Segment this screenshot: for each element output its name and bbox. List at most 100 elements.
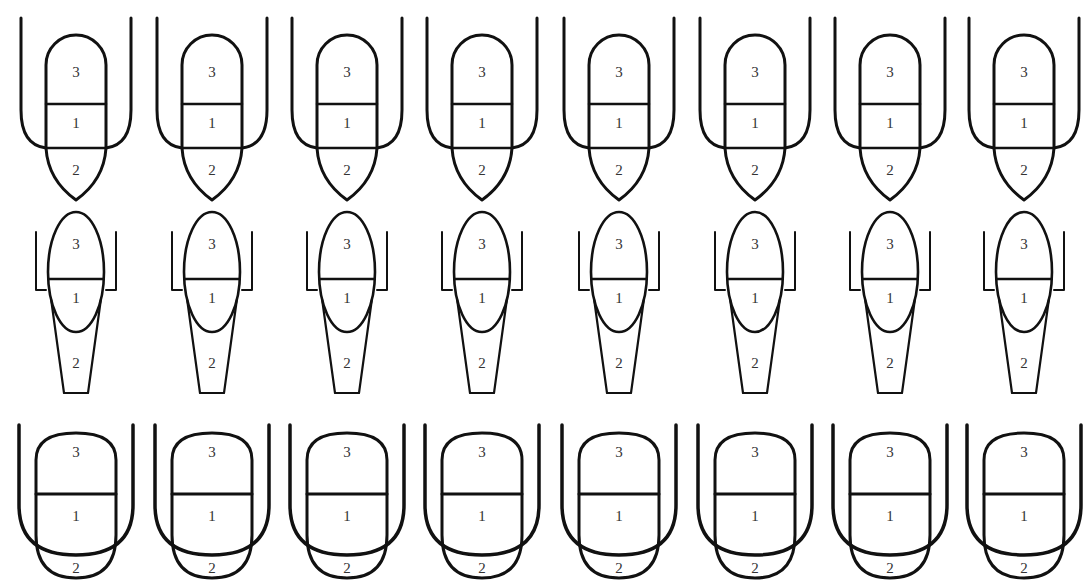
nail-shape: 312 [152, 10, 272, 205]
outline-stroke [319, 278, 375, 281]
nail-shape: 312 [559, 10, 679, 205]
outline-stroke [715, 493, 795, 496]
nail-shape: 3 1 2 [964, 415, 1084, 585]
outline-stroke [589, 103, 649, 106]
outline-stroke [727, 212, 783, 332]
nail-shape: 312 [830, 205, 950, 400]
nail-shape: 312 [830, 415, 950, 585]
region-number: 1 [964, 289, 1084, 307]
region-number: 1 [964, 507, 1084, 525]
outline-stroke [457, 300, 507, 393]
nail-outline [422, 415, 542, 585]
nail-outline [287, 415, 407, 585]
region-number: 3 [695, 235, 815, 253]
nail-shape: 312 [695, 415, 815, 585]
region-number: 2 [287, 161, 407, 179]
outline-stroke [48, 278, 104, 281]
region-number: 1 [695, 114, 815, 132]
outline-stroke [46, 147, 106, 150]
region-number: 1 [152, 114, 272, 132]
outline-stroke [187, 300, 237, 393]
outline-stroke [860, 147, 920, 150]
region-number: 3 [16, 235, 136, 253]
nail-outline [830, 415, 950, 585]
region-number: 2 [559, 559, 679, 577]
nail-shape: 312 [16, 10, 136, 205]
outline-stroke [984, 493, 1064, 496]
region-number: 3 [16, 63, 136, 81]
nail-outline [16, 415, 136, 585]
outline-stroke [727, 278, 783, 281]
nail-outline [695, 415, 815, 585]
outline-stroke [182, 103, 242, 106]
region-number: 1 [695, 507, 815, 525]
nail-shape: 3 1 2 [422, 10, 542, 205]
region-number: 2 [695, 354, 815, 372]
nail-outline [152, 415, 272, 585]
region-number: 1 [152, 507, 272, 525]
region-number: 2 [695, 559, 815, 577]
region-number: 2 [287, 559, 407, 577]
region-number: 1 [152, 289, 272, 307]
outline-stroke [452, 103, 512, 106]
region-number: 3 [964, 235, 1084, 253]
nail-shape: 3 1 2 [16, 415, 136, 585]
outline-stroke [48, 212, 104, 332]
outline-stroke [591, 278, 647, 281]
nail-shape: 312 [287, 205, 407, 400]
nail-shape: 3 1 2 [16, 205, 136, 400]
outline-stroke [319, 212, 375, 332]
nail-shape: 312 [559, 205, 679, 400]
region-number: 3 [287, 443, 407, 461]
outline-stroke [454, 212, 510, 332]
outline-stroke [454, 278, 510, 281]
outline-stroke [850, 493, 930, 496]
region-number: 1 [830, 507, 950, 525]
nail-shape: 312 [695, 205, 815, 400]
nail-shape: 3 1 2 [559, 415, 679, 585]
region-number: 2 [287, 354, 407, 372]
region-number: 2 [422, 161, 542, 179]
nail-shape: 3 1 2 [152, 205, 272, 400]
region-number: 2 [152, 559, 272, 577]
region-number: 3 [287, 63, 407, 81]
nail-shape: 312 [422, 415, 542, 585]
region-number: 3 [830, 235, 950, 253]
outline-stroke [865, 300, 915, 393]
region-number: 3 [422, 63, 542, 81]
nail-outline [559, 415, 679, 585]
outline-stroke [589, 147, 649, 150]
region-number: 2 [830, 354, 950, 372]
nail-shape: 312 [830, 10, 950, 205]
nail-shape: 312 [422, 205, 542, 400]
region-number: 3 [559, 443, 679, 461]
outline-stroke [594, 300, 644, 393]
region-number: 1 [559, 289, 679, 307]
region-number: 1 [422, 114, 542, 132]
region-number: 1 [422, 289, 542, 307]
region-number: 2 [830, 161, 950, 179]
region-number: 3 [152, 235, 272, 253]
outline-stroke [51, 300, 101, 393]
region-number: 2 [16, 559, 136, 577]
outline-stroke [452, 147, 512, 150]
nail-shape: 312 [287, 10, 407, 205]
region-number: 3 [16, 443, 136, 461]
region-number: 2 [152, 354, 272, 372]
region-number: 1 [559, 507, 679, 525]
outline-stroke [591, 212, 647, 332]
outline-stroke [322, 300, 372, 393]
outline-stroke [725, 147, 785, 150]
outline-stroke [994, 147, 1054, 150]
outline-stroke [725, 103, 785, 106]
region-number: 2 [559, 161, 679, 179]
region-number: 1 [16, 507, 136, 525]
outline-stroke [860, 103, 920, 106]
region-number: 2 [422, 354, 542, 372]
region-number: 1 [16, 289, 136, 307]
region-number: 2 [16, 354, 136, 372]
region-number: 3 [964, 443, 1084, 461]
region-number: 2 [16, 161, 136, 179]
region-number: 2 [964, 559, 1084, 577]
region-number: 1 [287, 289, 407, 307]
